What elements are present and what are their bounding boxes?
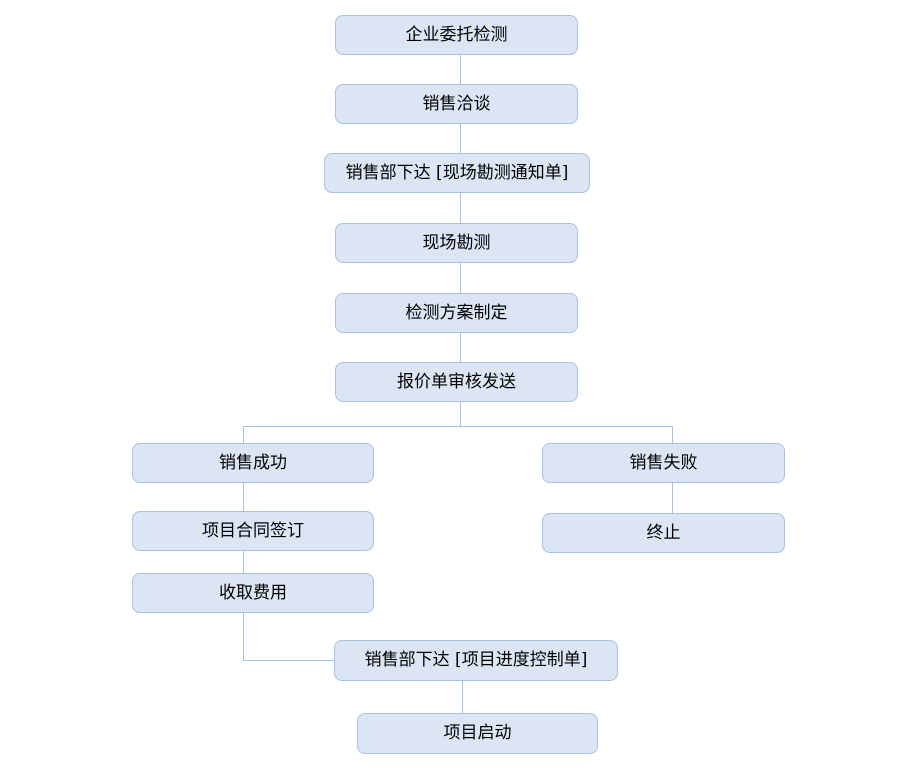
node-quotation-review: 报价单审核发送 xyxy=(335,362,578,402)
edge-branch-salessuccess xyxy=(243,426,244,443)
edge-feecollection-progresscontrol-v xyxy=(243,613,244,660)
edge-sitesurvey-testplan xyxy=(460,263,461,293)
edge-salessuccess-contract xyxy=(243,483,244,511)
edge-surveynotice-sitesurvey xyxy=(460,193,461,223)
node-survey-notice: 销售部下达 [现场勘测通知单] xyxy=(324,153,590,193)
edge-salesfailure-terminate xyxy=(672,483,673,513)
node-terminate: 终止 xyxy=(542,513,785,553)
edge-commission-negotiation xyxy=(460,55,461,84)
node-contract-signing: 项目合同签订 xyxy=(132,511,374,551)
node-sales-negotiation: 销售洽谈 xyxy=(335,84,578,124)
node-site-survey: 现场勘测 xyxy=(335,223,578,263)
edge-progresscontrol-projectstart xyxy=(462,681,463,713)
node-progress-control: 销售部下达 [项目进度控制单] xyxy=(334,640,618,681)
node-project-start: 项目启动 xyxy=(357,713,598,754)
edge-contract-feecollection xyxy=(243,551,244,573)
node-test-plan: 检测方案制定 xyxy=(335,293,578,333)
edge-feecollection-progresscontrol-h xyxy=(243,660,334,661)
edge-testplan-quotation xyxy=(460,333,461,362)
edge-negotiation-surveynotice xyxy=(460,124,461,153)
node-sales-success: 销售成功 xyxy=(132,443,374,483)
edge-quotation-branch-bar xyxy=(243,426,673,427)
edge-branch-salesfailure xyxy=(672,426,673,443)
node-fee-collection: 收取费用 xyxy=(132,573,374,613)
edge-quotation-branch-stem xyxy=(460,402,461,426)
node-enterprise-commission: 企业委托检测 xyxy=(335,15,578,55)
node-sales-failure: 销售失败 xyxy=(542,443,785,483)
